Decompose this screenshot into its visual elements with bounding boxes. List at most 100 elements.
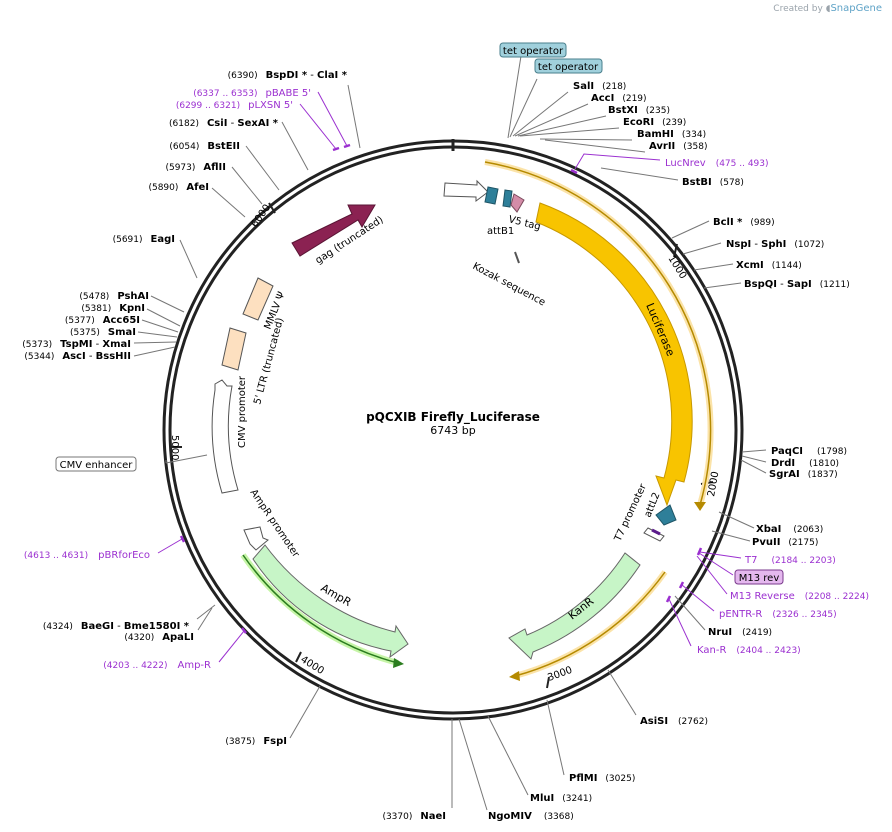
leader-line bbox=[150, 295, 185, 313]
tet-operator-2-box bbox=[534, 58, 603, 74]
enzyme-label: XcmI(1144) bbox=[736, 260, 802, 271]
leader-line bbox=[165, 454, 208, 464]
leader-line bbox=[514, 103, 589, 137]
plasmid-length: 6743 bp bbox=[430, 424, 475, 437]
leader-line bbox=[509, 78, 538, 138]
tick-label: 5000 bbox=[169, 435, 180, 460]
primer-label: (6337 .. 6353)pBABE 5' bbox=[193, 88, 311, 99]
leader-line bbox=[458, 718, 488, 811]
gag-feature bbox=[291, 204, 376, 257]
primer-labels: LucNrev(475 .. 493) T7(2184 .. 2203) M13… bbox=[665, 158, 869, 656]
kanr-primer-mark bbox=[665, 595, 672, 603]
enzyme-label: BstXI(235) bbox=[608, 105, 670, 116]
luciferase-outer-arrowhead bbox=[694, 502, 706, 511]
leader-line bbox=[487, 715, 529, 796]
enzyme-label: SgrAI(1837) bbox=[769, 469, 838, 480]
enzyme-label: DrdI(1810) bbox=[771, 458, 839, 469]
created-by-text: Created by bbox=[773, 4, 823, 14]
enzyme-label: BclI *(989) bbox=[713, 217, 775, 228]
enzyme-label: PvuII(2175) bbox=[752, 537, 818, 548]
leader-line bbox=[146, 308, 181, 327]
enzyme-label: (6390)BspDI * - ClaI * bbox=[228, 70, 348, 81]
leader-line bbox=[546, 699, 565, 776]
m13-rev-label: M13 rev bbox=[739, 573, 780, 584]
luciferase-feature bbox=[535, 202, 693, 507]
cmv-promoter-left-label: CMV promoter bbox=[237, 375, 248, 448]
tet-operator-1-label: tet operator bbox=[503, 46, 564, 57]
enzyme-label: (3875)FspI bbox=[225, 736, 287, 747]
kanr-outer-arrowhead bbox=[509, 671, 520, 681]
enzyme-label: (5344)AscI - BssHII bbox=[24, 351, 131, 362]
leader-line bbox=[607, 669, 637, 716]
m13-rev-box bbox=[734, 569, 784, 585]
primer-leader-line bbox=[299, 103, 337, 150]
tick-mark bbox=[268, 202, 276, 214]
leader-line bbox=[674, 595, 706, 631]
leader-line bbox=[740, 459, 767, 474]
enzyme-label: NspI - SphI(1072) bbox=[726, 239, 824, 250]
ltr-feature bbox=[221, 327, 247, 371]
primer-label: M13 Reverse(2208 .. 2224) bbox=[730, 591, 869, 602]
leader-line bbox=[137, 331, 178, 338]
kanr-feature bbox=[508, 552, 641, 660]
leader-line bbox=[196, 604, 216, 620]
tick-label: 3000 bbox=[546, 665, 574, 684]
leader-lines bbox=[133, 55, 767, 811]
enzyme-label: (5890)AfeI bbox=[148, 182, 209, 193]
enzyme-label: (6054)BstEII bbox=[169, 141, 240, 152]
leader-line bbox=[347, 84, 361, 149]
ampr-promoter-feature bbox=[243, 526, 269, 551]
enzyme-label: NgoMIV(3368) bbox=[488, 811, 574, 822]
primer-leader-line bbox=[699, 551, 742, 559]
leader-line bbox=[281, 121, 309, 171]
enzyme-label: AsiSI(2762) bbox=[640, 716, 708, 727]
enzyme-label: (5377)Acc65I bbox=[65, 315, 140, 326]
leader-line bbox=[289, 685, 321, 739]
plasmid-name: pQCXIB Firefly_Luciferase bbox=[366, 410, 540, 425]
enzyme-label: BspQI - SapI(1211) bbox=[744, 279, 850, 290]
v5-tag-feature bbox=[510, 193, 525, 213]
enzyme-label: SalI(218) bbox=[573, 81, 626, 92]
pbrforeco-primer-mark bbox=[179, 535, 186, 543]
enzyme-label: PaqCI(1798) bbox=[771, 446, 847, 457]
leader-line bbox=[197, 607, 213, 631]
tet-operator-1-box bbox=[499, 42, 567, 58]
tick-mark bbox=[546, 676, 550, 689]
ampr-outer-arrowhead bbox=[393, 658, 404, 668]
enzyme-label: (4320)ApaLI bbox=[124, 632, 194, 643]
enzyme-label: (5478)PshAI bbox=[79, 291, 149, 302]
leader-line bbox=[600, 167, 679, 181]
leader-line bbox=[544, 139, 646, 153]
primer-leader-line bbox=[317, 91, 348, 147]
tick-mark bbox=[673, 243, 678, 258]
enzyme-label: AccI(219) bbox=[591, 93, 647, 104]
kanr-outer-line bbox=[514, 571, 666, 677]
enzyme-label: AvrII(358) bbox=[649, 141, 707, 152]
lucnrev-primer-mark bbox=[570, 168, 578, 175]
leader-line bbox=[741, 449, 767, 453]
cmv-enhancer-label: CMV enhancer bbox=[60, 460, 134, 471]
primer-leader-line bbox=[681, 584, 715, 612]
leader-line bbox=[133, 346, 176, 357]
enzyme-labels-right: SalI(218) AccI(219) BstXI(235) EcoRI(239… bbox=[488, 81, 850, 822]
enzyme-label: (6182)CsiI - SexAI * bbox=[169, 118, 279, 129]
attl2-feature bbox=[655, 504, 677, 526]
leader-line bbox=[245, 145, 280, 191]
leader-line bbox=[539, 138, 633, 141]
enzyme-label: (5691)EagI bbox=[113, 234, 175, 245]
enzyme-label: (5373)TspMI - XmaI bbox=[22, 339, 131, 350]
tick-mark bbox=[295, 651, 302, 663]
mmlv-feature bbox=[242, 277, 274, 321]
primer-label: pENTR-R(2326 .. 2345) bbox=[719, 609, 837, 620]
primer-leader-line bbox=[696, 555, 728, 595]
leader-line bbox=[682, 242, 722, 255]
primer-label: LucNrev(475 .. 493) bbox=[665, 158, 769, 169]
primer-label: (4613 .. 4631)pBRforEco bbox=[24, 550, 150, 561]
enzyme-label: (5381)KpnI bbox=[81, 303, 145, 314]
leader-line bbox=[711, 530, 751, 542]
attb1-feature bbox=[484, 186, 499, 205]
snapgene-logo-icon: ◖ bbox=[825, 4, 831, 14]
primer-leader-line bbox=[218, 630, 245, 663]
primer-leader-lines bbox=[157, 91, 742, 663]
